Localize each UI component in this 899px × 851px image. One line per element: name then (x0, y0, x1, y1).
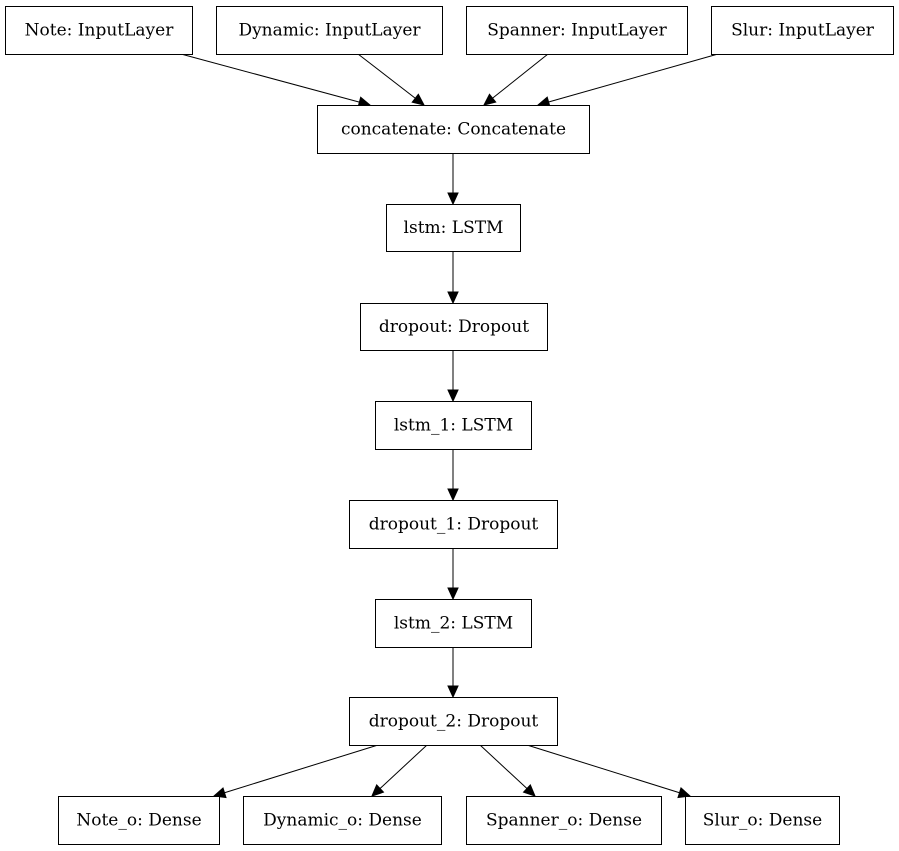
layer-node-dropout-2: dropout_2: Dropout (349, 697, 558, 746)
layer-box (375, 401, 532, 450)
edge-dropout_1-to-lstm_2 (447, 548, 459, 601)
edge-dynamic_in-to-concatenate (357, 53, 425, 106)
layer-label: lstm_2: LSTM (394, 614, 513, 634)
edge-dropout_2-to-note_o (212, 744, 379, 799)
edge-line (180, 53, 360, 103)
edge-note_in-to-concatenate (180, 53, 372, 108)
edge-line (492, 53, 549, 99)
layer-label: Spanner_o: Dense (486, 811, 642, 831)
edge-line (548, 53, 719, 103)
edge-line (357, 53, 416, 99)
layer-node-dynamic-o: Dynamic_o: Dense (243, 796, 442, 845)
edge-lstm_1-to-dropout_1 (447, 449, 459, 502)
layer-label: lstm: LSTM (404, 218, 504, 238)
edge-slur_in-to-concatenate (536, 53, 719, 108)
edge-dropout_2-to-slur_o (526, 744, 692, 799)
edge-line (224, 744, 379, 794)
layer-label: dropout_2: Dropout (369, 712, 539, 732)
layer-label: Note_o: Dense (76, 811, 201, 831)
arrowhead-icon (447, 488, 459, 502)
layer-node-note-in: Note: InputLayer (5, 6, 193, 55)
edge-dropout_2-to-dynamic_o (371, 744, 428, 797)
layer-label: Note: InputLayer (25, 21, 175, 41)
layer-node-spanner-in: Spanner: InputLayer (466, 6, 688, 55)
edge-line (526, 744, 680, 794)
layer-box (349, 697, 558, 746)
layer-node-dynamic-in: Dynamic: InputLayer (216, 6, 443, 55)
layer-box (711, 6, 894, 55)
layer-box (5, 6, 193, 55)
layer-label: dropout: Dropout (379, 317, 529, 337)
layer-node-lstm-1: lstm_1: LSTM (375, 401, 532, 450)
layer-label: concatenate: Concatenate (341, 120, 566, 140)
layer-node-lstm: lstm: LSTM (386, 204, 521, 252)
layer-node-note-o: Note_o: Dense (58, 796, 220, 845)
edge-concatenate-to-lstm (447, 153, 459, 206)
layer-box (317, 105, 590, 154)
layer-label: Slur_o: Dense (703, 811, 822, 831)
layer-node-slur-o: Slur_o: Dense (685, 796, 840, 845)
layer-label: lstm_1: LSTM (394, 416, 513, 436)
edge-lstm-to-dropout (447, 251, 459, 305)
layer-box (466, 796, 662, 845)
layer-node-spanner-o: Spanner_o: Dense (466, 796, 662, 845)
edge-line (379, 744, 428, 789)
layer-box (243, 796, 442, 845)
layer-box (685, 796, 840, 845)
layer-box (349, 500, 558, 549)
edge-lstm_2-to-dropout_2 (447, 647, 459, 699)
layer-box (216, 6, 443, 55)
layer-box (360, 303, 548, 351)
arrowhead-icon (411, 93, 425, 106)
layer-node-slur-in: Slur: InputLayer (711, 6, 894, 55)
arrowhead-icon (371, 783, 385, 797)
arrowhead-icon (483, 93, 497, 106)
arrowhead-icon (447, 685, 459, 699)
layer-label: Spanner: InputLayer (487, 21, 667, 41)
arrowhead-icon (447, 587, 459, 601)
layer-node-concatenate: concatenate: Concatenate (317, 105, 590, 154)
layer-box (386, 204, 521, 252)
layer-box (58, 796, 220, 845)
arrowhead-icon (447, 389, 459, 403)
layer-box (375, 599, 532, 648)
arrowhead-icon (677, 787, 692, 799)
edge-spanner_in-to-concatenate (483, 53, 549, 106)
layer-label: dropout_1: Dropout (369, 515, 539, 535)
layer-label: Dynamic: InputLayer (238, 21, 421, 41)
edge-dropout_2-to-spanner_o (479, 744, 536, 797)
layer-label: Slur: InputLayer (731, 21, 875, 41)
arrowhead-icon (447, 291, 459, 305)
layer-box (466, 6, 688, 55)
arrowhead-icon (447, 192, 459, 206)
layer-node-lstm-2: lstm_2: LSTM (375, 599, 532, 648)
layer-node-dropout: dropout: Dropout (360, 303, 548, 351)
layer-node-dropout-1: dropout_1: Dropout (349, 500, 558, 549)
layer-label: Dynamic_o: Dense (263, 811, 422, 831)
arrowhead-icon (522, 783, 536, 797)
edge-dropout-to-lstm_1 (447, 350, 459, 403)
edge-line (479, 744, 528, 789)
